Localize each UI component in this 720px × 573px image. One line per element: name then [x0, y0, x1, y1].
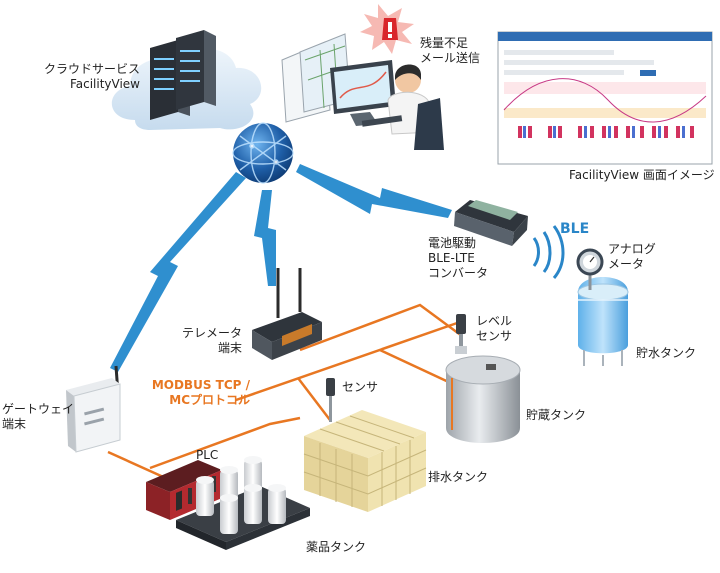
line-telemeter-levelsensor: [299, 303, 463, 352]
gateway-icon: [66, 365, 121, 453]
plc-label: PLC: [196, 448, 219, 462]
globe-icon: [232, 122, 294, 184]
monitor-icon: [330, 60, 396, 126]
drain-tank-label: 排水タンク: [428, 470, 489, 484]
line-bus-drain: [297, 377, 331, 421]
converter-label: 電池駆動 BLE-LTE コンバータ: [428, 236, 489, 280]
server-rack-icon: [150, 30, 216, 120]
line-bus-storage: [379, 348, 456, 387]
sensor-icon: [455, 314, 467, 354]
water-tank-label: 貯水タンク: [636, 346, 697, 360]
link-globe-converter: [296, 164, 452, 218]
cloud-service-label: クラウドサービス FacilityView: [43, 62, 140, 91]
ble-label: BLE: [560, 221, 590, 237]
storage-tank-label: 貯蔵タンク: [526, 408, 587, 422]
sensor-icon: [326, 378, 335, 422]
converter-icon: [454, 200, 528, 246]
link-globe-telemeter: [254, 190, 276, 286]
screen-image-label: FacilityView 画面イメージ: [569, 168, 715, 182]
meter-icon: [576, 248, 604, 290]
cloud-service: [111, 30, 262, 131]
drain-tank-icon: [303, 378, 427, 512]
line-protocol-bus: [235, 320, 461, 402]
water-tank-icon: [577, 277, 629, 366]
alert-icon: [360, 4, 414, 54]
chemical-tank-label: 薬品タンク: [306, 540, 367, 554]
operator-icon: [361, 64, 444, 150]
level-sensor-label: レベル センサ: [476, 314, 513, 343]
gateway-label: ゲートウェイ 端末: [2, 402, 75, 431]
telemeter-icon: [252, 268, 322, 360]
line-gateway-plc: [107, 450, 171, 482]
remaining-alert-label: 残量不足 メール送信: [420, 36, 481, 65]
link-cloud-gateway: [110, 172, 246, 372]
line-plc-telemeter: [149, 416, 301, 470]
telemeter-label: テレメータ 端末: [181, 326, 242, 355]
protocol-label: MODBUS TCP / MCプロトコル: [151, 378, 250, 407]
ble-wave-icon: [532, 225, 565, 279]
analog-meter-label: アナログ メータ: [608, 242, 656, 271]
facilityview-screen: [497, 31, 713, 165]
wired-links: [107, 303, 463, 482]
sensor-label: センサ: [342, 380, 379, 394]
storage-tank-icon: [445, 355, 521, 443]
wireless-links: [110, 164, 452, 372]
operator-station: [281, 4, 444, 150]
tank-icon: [196, 456, 286, 534]
chemical-tank-group: [176, 456, 310, 550]
